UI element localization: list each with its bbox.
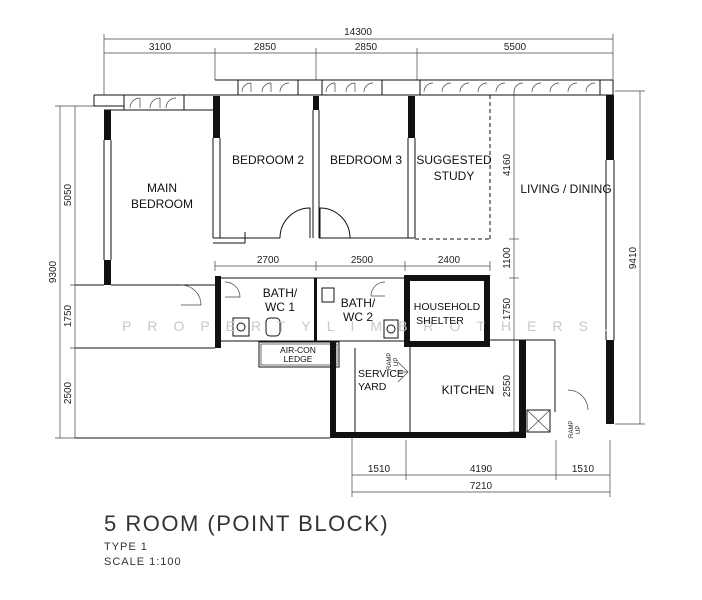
ramp-label: RAMP: [569, 421, 575, 438]
dim-bottom-total: 7210: [470, 481, 493, 492]
dim-inner-vertical: 4160: [502, 153, 513, 176]
room-label-aircon-ledge: LEDGE: [284, 354, 313, 364]
dim-left-segment: 5050: [63, 183, 74, 206]
dim-top-total: 14300: [344, 27, 372, 38]
dim-inner-vertical: 1100: [502, 247, 513, 269]
dimension-lines: [55, 34, 645, 497]
room-label-bedroom-2: BEDROOM 2: [232, 153, 304, 167]
room-label-main-bedroom: BEDROOM: [131, 197, 193, 211]
plan-scale: SCALE 1:100: [104, 556, 182, 568]
plan-title: 5 ROOM (POINT BLOCK): [104, 511, 390, 536]
dim-top-segment: 2850: [355, 42, 378, 53]
room-label-bath-wc-1: WC 1: [265, 300, 295, 314]
room-label-household-shelter: HOUSEHOLD: [414, 301, 481, 313]
dim-left-segment: 1750: [63, 304, 74, 327]
dim-top-segment: 5500: [504, 42, 527, 53]
dim-bottom-segment: 4190: [470, 464, 493, 475]
watermark-text: PROPERTYLIMBROTHERS.: [122, 318, 624, 334]
dim-inner-horizontal: 2700: [257, 255, 280, 266]
dim-top-segment: 3100: [149, 42, 172, 53]
room-label-bedroom-3: BEDROOM 3: [330, 153, 402, 167]
walls: [75, 79, 615, 439]
room-label-household-shelter: SHELTER: [416, 315, 464, 327]
dim-inner-vertical: 1750: [502, 297, 513, 320]
room-label-bath-wc-1: BATH/: [263, 286, 298, 300]
ramp-up-label: UP: [576, 426, 582, 434]
room-label-living-dining: LIVING / DINING: [520, 182, 611, 196]
dim-right-total: 9410: [628, 246, 639, 269]
dim-top-segment: 2850: [254, 42, 277, 53]
room-label-bath-wc-2: BATH/: [341, 296, 376, 310]
dim-left-segment: 2500: [63, 381, 74, 404]
room-label-kitchen: KITCHEN: [442, 383, 495, 397]
doors: [180, 207, 589, 433]
plan-type: TYPE 1: [104, 541, 148, 553]
dim-bottom-segment: 1510: [572, 464, 595, 475]
fixtures: [232, 287, 409, 383]
room-label-bath-wc-2: WC 2: [343, 310, 373, 324]
room-label-service-yard: YARD: [358, 381, 387, 393]
room-label-suggested-study: STUDY: [434, 169, 475, 183]
dim-bottom-segment: 1510: [368, 464, 391, 475]
dim-inner-vertical: 2550: [502, 374, 513, 397]
ramp-up-label: UP: [394, 358, 400, 366]
dim-inner-horizontal: 2500: [351, 255, 374, 266]
room-label-aircon-ledge: AIR-CON: [280, 345, 316, 355]
windows: [123, 79, 601, 111]
room-label-suggested-study: SUGGESTED: [416, 153, 492, 167]
dim-inner-horizontal: 2400: [438, 255, 461, 266]
room-label-main-bedroom: MAIN: [147, 181, 177, 195]
ramp-label: RAMP: [387, 353, 393, 370]
room-label-service-yard: SERVICE: [358, 368, 404, 380]
dim-left-total: 9300: [48, 260, 59, 283]
